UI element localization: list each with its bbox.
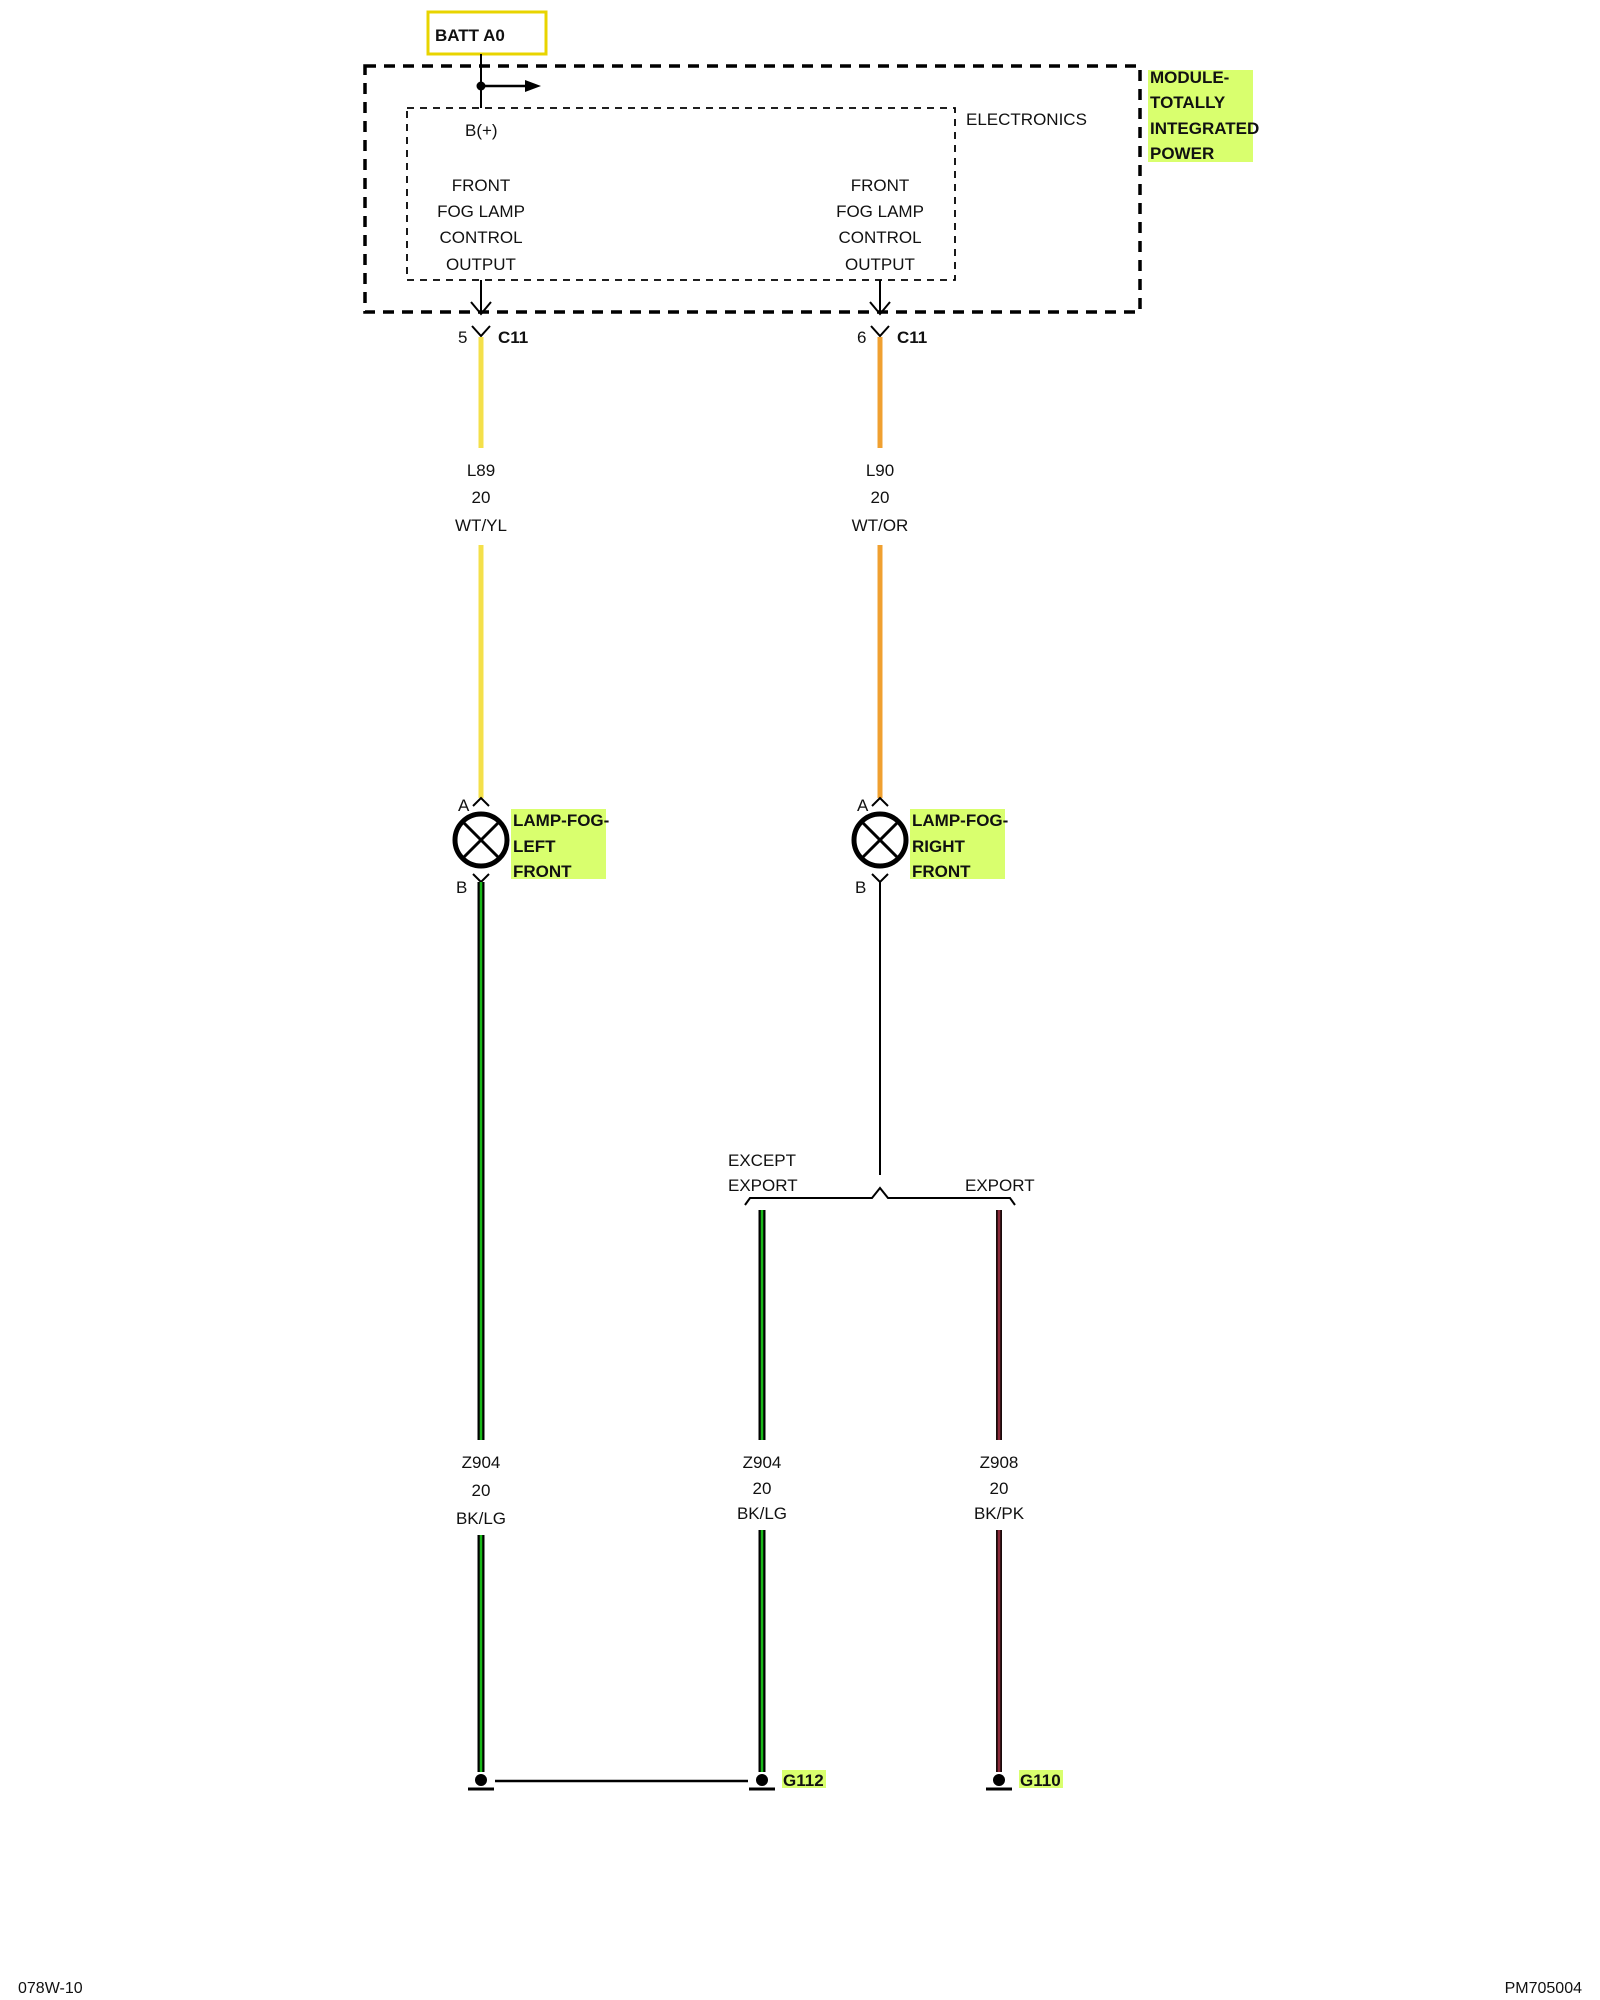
g112-label: G112 — [783, 1771, 824, 1790]
electronics-label: ELECTRONICS — [966, 110, 1087, 129]
except-export-label: EXCEPT EXPORT — [728, 1151, 798, 1195]
export-label: EXPORT — [965, 1176, 1035, 1195]
left-lamp-pin-a: A — [458, 796, 470, 815]
wire-z908: Z908 20 BK/PK — [974, 1210, 1025, 1772]
z908-gauge: 20 — [990, 1479, 1009, 1498]
footer-left: 078W-10 — [18, 1980, 83, 1997]
svg-text:OUTPUT: OUTPUT — [446, 255, 516, 274]
left-lamp-name-3: FRONT — [513, 862, 572, 881]
right-lamp-name-2: RIGHT — [912, 837, 966, 856]
footer-right: PM705004 — [1505, 1980, 1582, 1997]
left-output-label: FRONT FOG LAMP CONTROL OUTPUT — [437, 176, 525, 274]
module-name-line-2: TOTALLY — [1150, 93, 1226, 112]
batt-supply: BATT A0 — [426, 10, 548, 56]
z904-mid-gauge: 20 — [753, 1479, 772, 1498]
ground-left — [468, 1774, 494, 1791]
l89-color: WT/YL — [455, 516, 507, 535]
left-connector-name: C11 — [498, 328, 528, 347]
svg-text:FOG LAMP: FOG LAMP — [836, 202, 924, 221]
electronics-outline — [406, 107, 956, 281]
right-connector-pin: 6 — [857, 328, 866, 347]
module-outline — [363, 64, 1142, 314]
left-lamp-name-2: LEFT — [513, 837, 556, 856]
right-connector-name: C11 — [897, 328, 927, 347]
module-name-line-4: POWER — [1150, 144, 1214, 163]
ground-g112: G112 — [749, 1770, 826, 1791]
z904-left-circuit: Z904 — [462, 1453, 501, 1472]
svg-text:FRONT: FRONT — [851, 176, 910, 195]
lamp-fog-right-front: A B LAMP-FOG- RIGHT FRONT — [851, 796, 1008, 897]
z904-mid-color: BK/LG — [737, 1504, 787, 1523]
z908-circuit: Z908 — [980, 1453, 1019, 1472]
wire-z904-middle: Z904 20 BK/LG — [737, 1210, 787, 1772]
left-lamp-name-1: LAMP-FOG- — [513, 811, 609, 830]
l90-gauge: 20 — [871, 488, 890, 507]
left-lamp-pin-b: B — [456, 878, 467, 897]
batt-label: BATT A0 — [435, 26, 505, 45]
bplus-feed: B(+) — [465, 54, 541, 140]
svg-text:EXPORT: EXPORT — [728, 1176, 798, 1195]
l89-circuit: L89 — [467, 461, 495, 480]
l89-gauge: 20 — [472, 488, 491, 507]
right-output-label: FRONT FOG LAMP CONTROL OUTPUT — [836, 176, 924, 274]
svg-text:CONTROL: CONTROL — [838, 228, 921, 247]
g110-label: G110 — [1020, 1771, 1061, 1790]
z904-left-color: BK/LG — [456, 1509, 506, 1528]
z904-left-gauge: 20 — [472, 1481, 491, 1500]
svg-text:CONTROL: CONTROL — [439, 228, 522, 247]
ground-g110: G110 — [986, 1770, 1063, 1791]
svg-text:EXCEPT: EXCEPT — [728, 1151, 796, 1170]
l90-color: WT/OR — [852, 516, 909, 535]
right-lamp-name-3: FRONT — [912, 862, 971, 881]
z904-mid-circuit: Z904 — [743, 1453, 782, 1472]
bplus-label: B(+) — [465, 121, 498, 140]
left-connector-pin: 5 — [458, 328, 467, 347]
svg-text:FOG LAMP: FOG LAMP — [437, 202, 525, 221]
right-lamp-name-1: LAMP-FOG- — [912, 811, 1008, 830]
right-lamp-pin-a: A — [857, 796, 869, 815]
module-name-line-1: MODULE- — [1150, 68, 1229, 87]
svg-text:FRONT: FRONT — [452, 176, 511, 195]
right-lamp-pin-b: B — [855, 878, 866, 897]
right-output-connector: 6 C11 — [857, 280, 927, 347]
wire-l90: L90 20 WT/OR — [852, 337, 909, 798]
module-name-line-3: INTEGRATED — [1150, 119, 1259, 138]
z908-color: BK/PK — [974, 1504, 1025, 1523]
left-output-connector: 5 C11 — [458, 280, 528, 347]
l90-circuit: L90 — [866, 461, 894, 480]
right-lamp-return: EXCEPT EXPORT EXPORT — [728, 882, 1035, 1206]
wire-z904-left: Z904 20 BK/LG — [456, 882, 506, 1772]
wire-l89: L89 20 WT/YL — [455, 337, 507, 798]
module-name: MODULE- TOTALLY INTEGRATED POWER — [1148, 68, 1259, 163]
svg-text:OUTPUT: OUTPUT — [845, 255, 915, 274]
lamp-fog-left-front: A B LAMP-FOG- LEFT FRONT — [452, 796, 609, 897]
